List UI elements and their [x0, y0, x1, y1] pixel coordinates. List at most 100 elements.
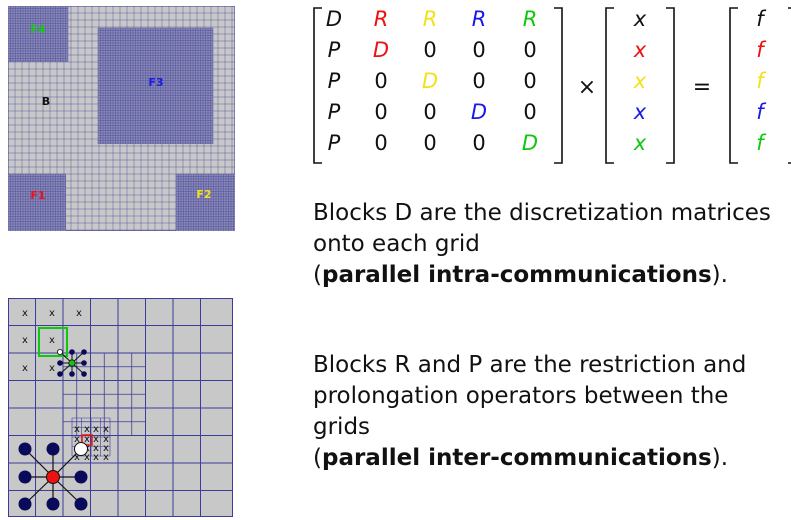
stencil-node [69, 371, 75, 377]
stencil-node [81, 349, 87, 355]
x-mark: x [93, 452, 99, 463]
x-mark: x [49, 335, 55, 346]
patch-f3-grid [97, 27, 214, 144]
matrix-cell: R [423, 7, 438, 31]
x-marks: xxxxxxxxxxxxxxxxxxxxxxx [22, 308, 109, 463]
x-vector-entry: x [633, 38, 647, 62]
x-mark: x [74, 424, 80, 435]
label-f4: F4 [30, 23, 46, 36]
stencil-node [18, 442, 32, 456]
x-mark: x [76, 308, 82, 319]
grid-layers [8, 6, 235, 231]
patch-f1-fill [8, 174, 66, 231]
label-f2: F2 [196, 188, 211, 201]
upper-stencil [57, 349, 87, 377]
matrix-cell: 0 [472, 131, 485, 155]
patch-f2-grid [175, 173, 235, 231]
stencil-node [81, 371, 87, 377]
matrix-cell: P [328, 38, 341, 62]
label-b: B [42, 95, 50, 108]
matrix-cell: 0 [523, 100, 536, 124]
x-mark: x [103, 434, 109, 445]
f-vector-entry: f [756, 100, 767, 124]
matrix-left-bracket [313, 7, 322, 164]
matrix-cell: 0 [423, 100, 436, 124]
x-mark: x [84, 434, 90, 445]
f-vector-entry: f [756, 131, 767, 155]
equals-sign: = [693, 75, 711, 100]
stencil-node [57, 371, 63, 377]
block2-close: ). [711, 445, 729, 471]
x-mark: x [84, 424, 90, 435]
matrix-cell: D [326, 7, 342, 31]
x-mark: x [84, 452, 90, 463]
x-mark: x [49, 308, 55, 319]
stencil-node [46, 442, 60, 456]
stencil-center-red [46, 470, 60, 484]
stencil-node [18, 470, 32, 484]
matrix-cell: 0 [523, 69, 536, 93]
stencil-figure: xxxxxxxxxxxxxxxxxxxxxxx [8, 298, 233, 517]
block1-open: ( [313, 262, 322, 288]
x-vector-brackets [605, 7, 675, 164]
stencil-node [46, 497, 60, 511]
block1-bold: parallel intra-communications [321, 262, 712, 288]
matrix-cell: 0 [374, 69, 387, 93]
x-vector-entry: x [633, 69, 647, 93]
matrix-cell: P [328, 100, 341, 124]
x-mark: x [93, 424, 99, 435]
matrix-cell: R [523, 7, 538, 31]
f-vector-brackets [729, 7, 791, 164]
x-mark: x [49, 363, 55, 374]
stencil-open-node [74, 442, 88, 456]
x-mark: x [74, 452, 80, 463]
patch-f1-grid [8, 173, 66, 231]
patch-f4-grid [8, 6, 69, 62]
block1-plain: Blocks D are the discretization matrices… [313, 200, 771, 257]
intra-communication-text: Blocks D are the discretization matrices… [313, 198, 783, 291]
matrix-cell: D [422, 69, 438, 93]
stencil-open-node [57, 349, 64, 356]
block1-close: ). [711, 262, 728, 288]
matrix-cell: 0 [472, 69, 485, 93]
composite-grid-figure: F4 F3 B F1 F2 [8, 6, 235, 231]
stencil-node [74, 497, 88, 511]
lower-stencil [18, 442, 88, 511]
matrix-cell: 0 [472, 38, 485, 62]
stencil-node [57, 360, 63, 366]
x-vector-entry: x [633, 100, 647, 124]
block2-plain: Blocks R and P are the restriction and p… [313, 352, 747, 440]
matrix-cell: R [374, 7, 389, 31]
fine-grid-lines [62, 352, 146, 436]
stencil-node [18, 497, 32, 511]
matrix-cell: D [373, 38, 389, 62]
x-mark: x [93, 434, 99, 445]
f-vector-entry: f [756, 69, 767, 93]
matrix-cell: 0 [523, 38, 536, 62]
matrix-cell: 0 [374, 100, 387, 124]
matrix-cell: P [328, 131, 341, 155]
matrix-cell: P [328, 69, 341, 93]
x-mark: x [93, 443, 99, 454]
f-vector-entry: f [756, 7, 767, 31]
finest-grid-lines [71, 417, 111, 457]
matrix-cell: 0 [423, 131, 436, 155]
inter-communication-text: Blocks R and P are the restriction and p… [313, 350, 783, 474]
x-mark: x [103, 443, 109, 454]
block2-open: ( [313, 445, 322, 471]
matrix-cell: R [472, 7, 487, 31]
red-highlight-cell [81, 434, 93, 446]
x-mark: x [22, 335, 28, 346]
x-vector-entry: x [633, 131, 647, 155]
x-mark: x [103, 424, 109, 435]
stencil-node [81, 360, 87, 366]
stencil-node [74, 470, 88, 484]
matrix-cell: 0 [423, 38, 436, 62]
x-vector-entry: x [633, 7, 647, 31]
stencil-center-green [68, 359, 76, 367]
label-f1: F1 [30, 189, 45, 202]
